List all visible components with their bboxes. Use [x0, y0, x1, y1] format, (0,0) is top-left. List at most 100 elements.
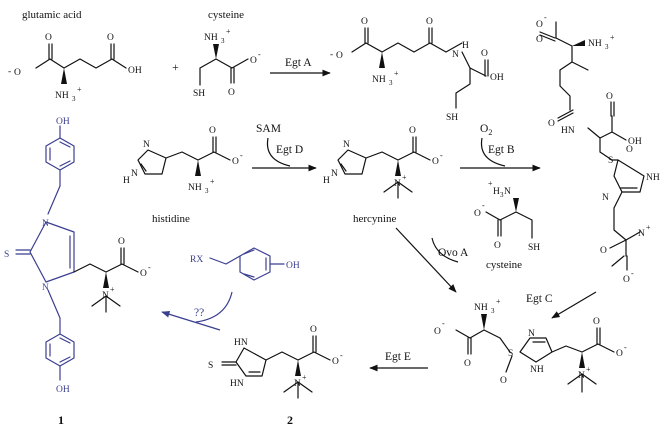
c1-s: S: [4, 250, 9, 260]
compound-2-structure: S HN HN O O - N + 2: [208, 325, 343, 427]
unknown-step-curved-arrow: [195, 291, 233, 323]
sox-s-o: O: [626, 145, 633, 155]
fs-nh3-charge: +: [496, 297, 501, 306]
glu-carbonyl-o-left: O: [45, 33, 52, 43]
cm-h3n-n: N: [504, 187, 511, 197]
c1-n-top: N: [42, 219, 49, 229]
sam-curved-arrow: [266, 137, 291, 167]
her-o-minus: -: [440, 151, 443, 160]
glutamic-acid-label: glutamic acid: [22, 9, 82, 21]
c1-n: N: [102, 291, 109, 301]
gg-sh: SH: [446, 113, 458, 123]
fs-n-charge: +: [586, 365, 591, 374]
fs-s-o: O: [500, 376, 507, 386]
cm-h3n-sub: 3: [500, 191, 504, 199]
rx-label: RX: [190, 255, 203, 265]
gg-oh: OH: [490, 73, 504, 83]
fs-n: N: [578, 371, 585, 381]
glu-nh3-sub: 3: [72, 95, 76, 103]
sox-ring-nh: NH: [646, 173, 660, 183]
fs-o-right-minus: -: [624, 343, 627, 352]
compound-1-number: 1: [58, 413, 64, 427]
cysteine-mid-label: cysteine: [486, 259, 522, 271]
his-nh3-charge: +: [210, 177, 215, 186]
ovo-a-curved-arrow: [431, 237, 459, 263]
fs-o-left-minus: -: [442, 319, 445, 328]
sox-s: S: [608, 156, 613, 166]
gg-carbonyl-o: O: [481, 49, 488, 59]
fs-o-right: O: [616, 349, 623, 359]
his-ring-nh: N: [131, 169, 138, 179]
sox-o-bottom: O: [623, 275, 630, 285]
sox-nh3-sub: 3: [605, 43, 609, 51]
compound-1-benzyl-groups: OH OH S N N: [4, 117, 75, 395]
her-ring-h: H: [323, 176, 330, 186]
her-ring-nh: N: [331, 169, 338, 179]
sox-carbonyl-o: O: [536, 35, 543, 45]
her-ring-n: N: [343, 140, 350, 150]
c2-s: S: [208, 361, 213, 371]
cm-h3n: H: [493, 187, 500, 197]
glu-carboxylate-minus: -: [8, 67, 11, 77]
his-ring-h: H: [123, 176, 130, 186]
gg-nh3-sub: 3: [389, 79, 393, 87]
her-n-charge: +: [402, 173, 407, 182]
glu-oh: OH: [128, 66, 142, 76]
cys-hercynine-sulfoxide-structure: O - O NH 3 + S O N NH O O - N +: [434, 297, 627, 393]
cys-o: O: [250, 56, 257, 66]
fs-s: S: [508, 349, 513, 359]
his-o-minus: -: [240, 151, 243, 160]
compound-1-structure: OH OH S N N O O - N + 1: [4, 117, 151, 427]
fs-nh3-sub: 3: [491, 307, 495, 315]
c2-ring-nh-top: HN: [234, 338, 248, 348]
unknown-step-label: ??: [194, 307, 204, 319]
cm-o-minus: -: [482, 201, 485, 210]
cysteine-top-structure: cysteine NH 3 + O - O SH: [193, 9, 261, 99]
cys-o-minus: -: [258, 50, 261, 59]
histidine-structure: N H N O O - NH 3 + histidine: [123, 126, 243, 225]
his-nh3: NH: [188, 183, 202, 193]
sox-carbonyl-o3: O: [600, 246, 607, 256]
sox-o-top: O: [536, 20, 543, 30]
c2-carbonyl-o: O: [310, 325, 317, 335]
sox-amide-nh: HN: [561, 126, 575, 136]
glu-nh3: NH: [55, 91, 69, 101]
c2-o-minus: -: [340, 351, 343, 360]
hercynine-structure: N H N O O - N + hercynine: [323, 126, 443, 225]
compound-2-number: 2: [287, 413, 293, 427]
cys-nh3: NH: [204, 33, 218, 43]
gg-nh: N: [452, 50, 459, 60]
cys-nh3-charge: +: [226, 27, 231, 36]
his-carbonyl-o: O: [209, 126, 216, 136]
gg-nh3: NH: [372, 75, 386, 85]
gg-o-2: O: [426, 17, 433, 27]
egt-b-label: Egt B: [488, 144, 515, 156]
sox-o-bottom-minus: -: [631, 269, 634, 278]
his-nh3-sub: 3: [205, 187, 209, 195]
c1-n-charge: +: [110, 285, 115, 294]
c1-bottom-oh: OH: [56, 385, 70, 395]
c2-n: N: [294, 379, 301, 389]
c1-carbonyl-o: O: [118, 237, 125, 247]
fs-o-left: O: [434, 327, 441, 337]
hercynine-label: hercynine: [353, 213, 396, 225]
gg-nh3-charge: +: [394, 69, 399, 78]
glu-carbonyl-o-right: O: [107, 33, 114, 43]
egt-e-label: Egt E: [385, 351, 411, 363]
o2-label: O2: [480, 123, 492, 137]
reagent-oh: OH: [286, 261, 300, 271]
cysteine-top-label: cysteine: [208, 9, 244, 21]
fs-nh3: NH: [474, 303, 488, 313]
cm-h3n-charge: +: [488, 179, 493, 188]
her-n: N: [394, 179, 401, 189]
cys-sh: SH: [193, 89, 205, 99]
sox-carbonyl-o2: O: [548, 119, 555, 129]
egt-d-label: Egt D: [276, 144, 303, 156]
his-o: O: [232, 157, 239, 167]
cm-carbonyl-o: O: [494, 241, 501, 251]
ovo-a-arrow: [395, 227, 457, 293]
gg-o-minus-sign: -: [330, 50, 333, 60]
cm-sh: SH: [528, 243, 540, 253]
o2-curved-arrow: [480, 137, 506, 167]
